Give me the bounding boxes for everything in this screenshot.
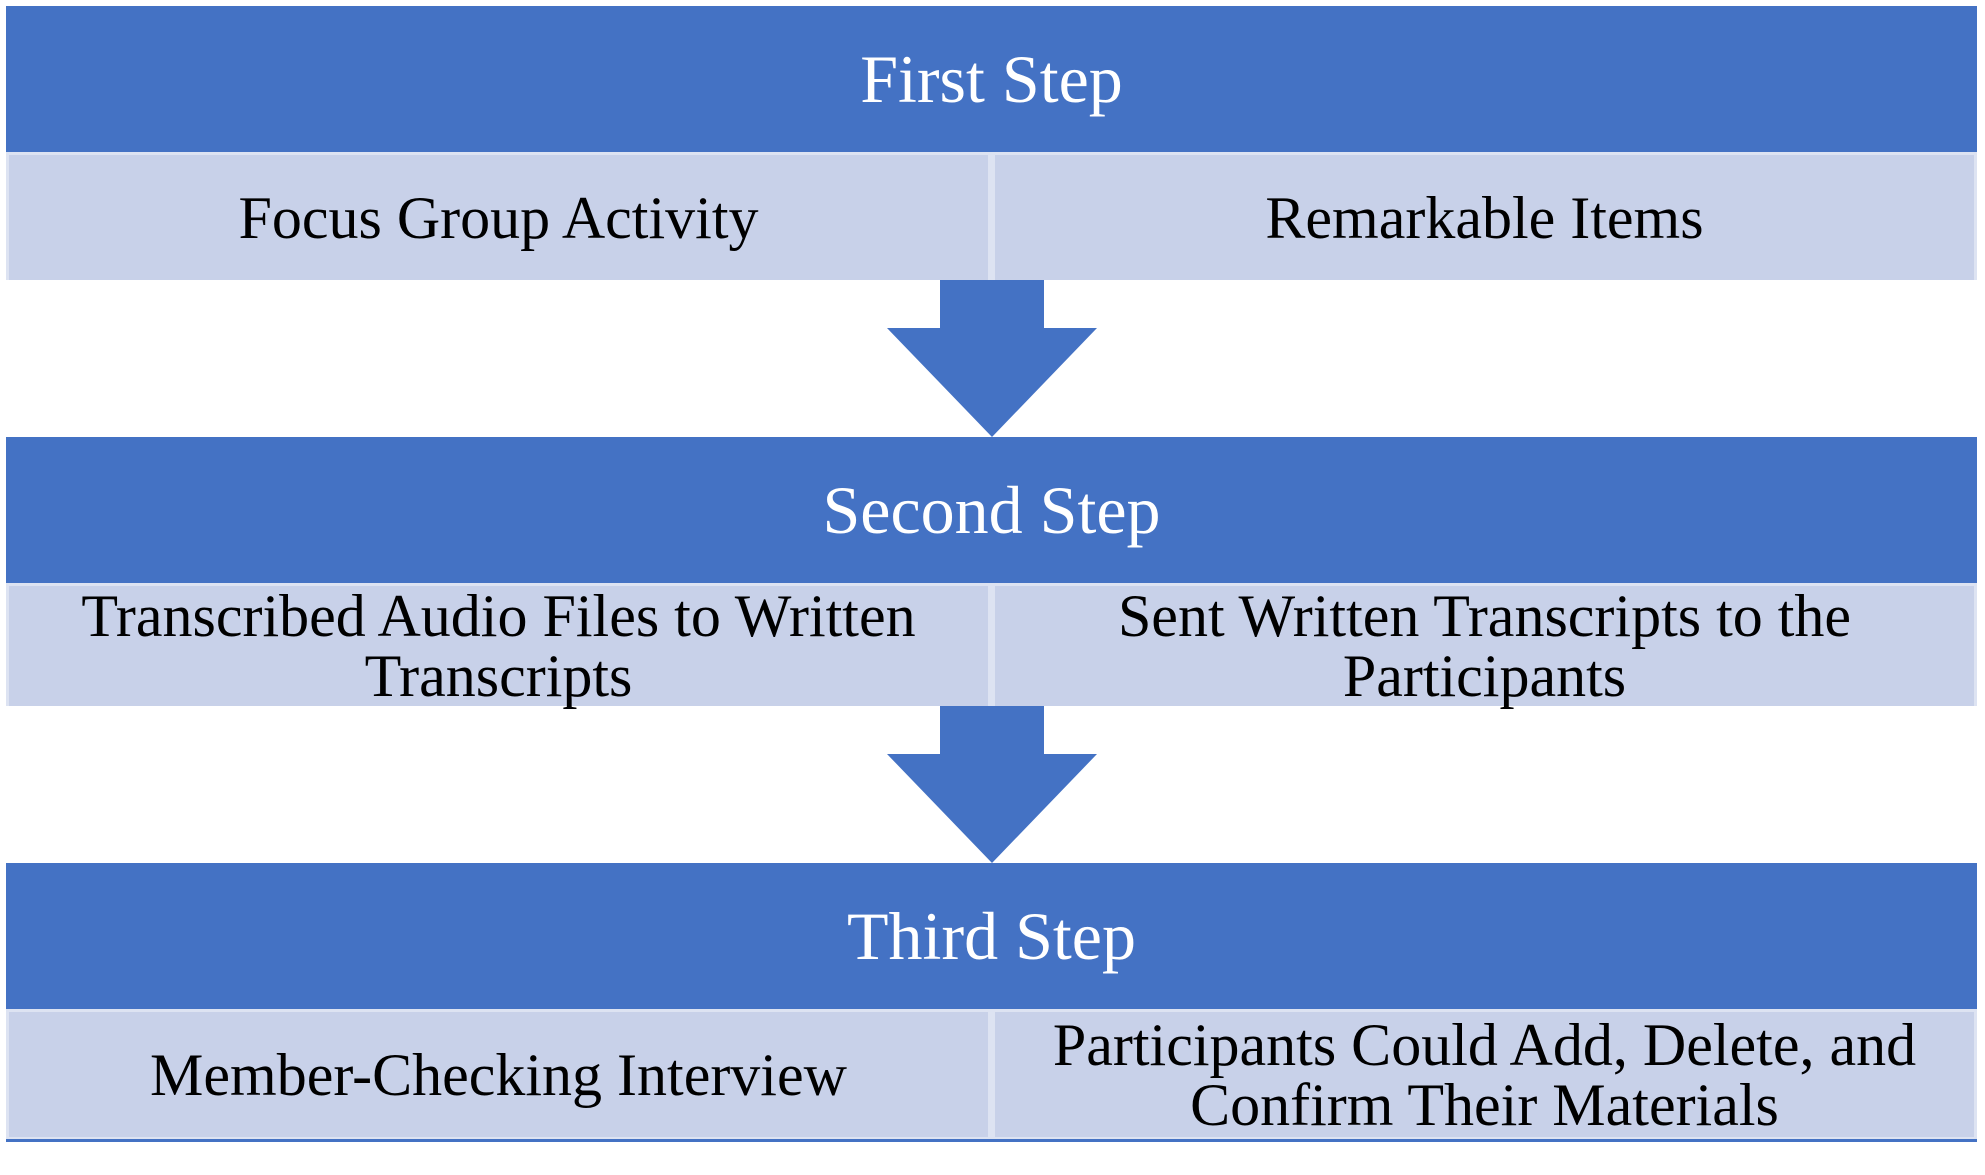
step-second-right-cell: Sent Written Transcripts to the Particip…	[995, 586, 1974, 706]
process-diagram: First Step Focus Group Activity Remarkab…	[6, 6, 1977, 1142]
step-third-right-label: Participants Could Add, Delete, and Conf…	[1052, 1011, 1917, 1138]
step-second-left-cell: Transcribed Audio Files to Written Trans…	[9, 586, 988, 706]
connector-2	[6, 706, 1977, 863]
step-third-right-cell: Participants Could Add, Delete, and Conf…	[995, 1012, 1974, 1137]
down-arrow-icon	[886, 280, 1097, 437]
step-third-left-label: Member-Checking Interview	[150, 1041, 847, 1108]
step-third-cells: Member-Checking Interview Participants C…	[6, 1009, 1977, 1142]
step-block-first: First Step Focus Group Activity Remarkab…	[6, 6, 1977, 280]
connector-1	[6, 280, 1977, 437]
step-second-left-label: Transcribed Audio Files to Written Trans…	[81, 583, 916, 709]
step-first-left-cell: Focus Group Activity	[9, 155, 988, 280]
down-arrow-icon	[886, 706, 1097, 863]
step-second-header: Second Step	[6, 437, 1977, 583]
step-first-right-cell: Remarkable Items	[995, 155, 1974, 280]
step-first-cells: Focus Group Activity Remarkable Items	[6, 152, 1977, 280]
step-first-right-label: Remarkable Items	[1265, 184, 1704, 251]
step-first-header: First Step	[6, 6, 1977, 152]
step-second-right-label: Sent Written Transcripts to the Particip…	[1117, 583, 1852, 709]
step-third-left-cell: Member-Checking Interview	[9, 1012, 988, 1137]
step-third-header: Third Step	[6, 863, 1977, 1009]
step-block-third: Third Step Member-Checking Interview Par…	[6, 863, 1977, 1142]
step-second-cells: Transcribed Audio Files to Written Trans…	[6, 583, 1977, 706]
step-first-left-label: Focus Group Activity	[238, 184, 759, 251]
step-block-second: Second Step Transcribed Audio Files to W…	[6, 437, 1977, 706]
